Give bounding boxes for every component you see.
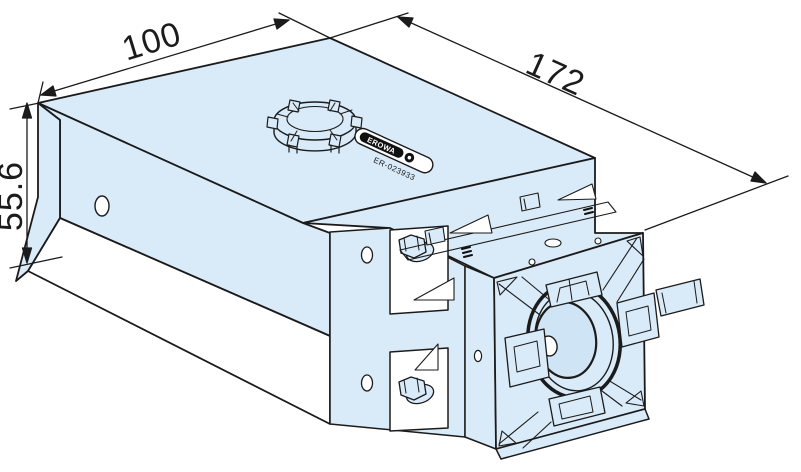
dimension-width-label: 100: [118, 15, 186, 69]
jaw-step: [556, 278, 590, 303]
knob-spokes: [276, 102, 353, 142]
jaw-side-tab-line: [661, 280, 698, 314]
chuck-top-details: [399, 183, 617, 266]
dimension-length-label: 172: [520, 44, 590, 103]
dimension-height-label: 55.6: [0, 161, 30, 231]
knob-top: [273, 101, 357, 141]
plate-hole-bottom: [360, 374, 374, 392]
plate-hole-top: [360, 246, 374, 264]
top-pin-hole-left: [528, 258, 536, 266]
chuck-bottom-sliver: [495, 408, 650, 460]
extension-line: [37, 81, 44, 104]
clamp-hex-head: [398, 234, 427, 259]
jaw-block: [504, 328, 550, 388]
top-chamfer-right: [557, 183, 597, 201]
arrowhead: [273, 18, 290, 30]
stamp-marks-left: [461, 246, 473, 258]
clamping-knob: [266, 99, 363, 154]
arrowhead: [21, 247, 33, 264]
top-clamp-nub-left: [424, 226, 446, 246]
clamp-screw-top: [398, 234, 435, 263]
front-mounting-hole: [94, 195, 110, 217]
dimension-width: [37, 12, 331, 104]
x-band-bl: [498, 411, 552, 449]
chuck-jaw-right: [616, 278, 705, 348]
chuck-jaw-left: [504, 328, 550, 388]
dimension-length: [329, 12, 789, 231]
chuck-jaws: [504, 271, 705, 427]
jaw-step: [625, 305, 652, 337]
chuck-jaw-bottom: [548, 386, 606, 427]
top-pin-hole-right: [594, 237, 602, 245]
brand-logo-pill: [359, 132, 404, 158]
top-clamp-nub-right: [519, 192, 541, 212]
corner-triangle-tl: [496, 276, 518, 296]
adapter-plate: [329, 225, 466, 438]
dimensions: [9, 12, 789, 269]
dimension-height: [9, 101, 63, 269]
jaw-block: [548, 386, 606, 427]
chuck-jaw-top: [545, 271, 603, 308]
knob-top-inner: [286, 105, 344, 133]
knob-lug: [350, 115, 363, 129]
extension-line: [9, 256, 63, 269]
arrowhead: [40, 85, 57, 97]
knob-lug: [286, 133, 300, 154]
x-band-tr: [602, 237, 645, 303]
jaw-step: [558, 395, 594, 420]
jaw-block: [616, 292, 660, 348]
jaw-block: [545, 271, 603, 308]
extension-line: [644, 175, 789, 231]
x-band-br: [601, 379, 642, 407]
knob-lug: [327, 99, 341, 113]
clamp-hex-facet: [403, 377, 420, 394]
arrowhead: [397, 16, 414, 28]
arrowhead: [750, 171, 767, 184]
knob-lug: [328, 133, 342, 154]
jaw-side-tab: [655, 278, 705, 317]
guide-rail-lines: [399, 201, 617, 261]
clamp-screw-bottom: [398, 376, 435, 405]
dimension-line: [397, 16, 767, 184]
knob-lug: [266, 116, 279, 130]
top-slot-hole: [544, 238, 562, 248]
corner-triangle-tr: [626, 236, 644, 257]
arrowhead: [21, 102, 33, 119]
stamp-marks-right: [583, 207, 594, 215]
jaw-step: [513, 340, 541, 373]
corner-triangle-br: [625, 390, 645, 407]
top-chamfer-left: [449, 214, 493, 234]
extension-line: [329, 12, 409, 39]
chuck-unit: [399, 183, 705, 460]
pocket-chamfer-top: [413, 277, 455, 301]
corner-triangle-bl: [498, 430, 517, 447]
dimension-line: [40, 19, 290, 96]
extension-line: [278, 12, 331, 39]
clamp-hex-head: [398, 376, 427, 401]
pocket-chamfer-bottom: [414, 343, 439, 371]
chuck-side-hole: [473, 349, 483, 363]
brand-logo-mark-dot: [407, 155, 412, 160]
